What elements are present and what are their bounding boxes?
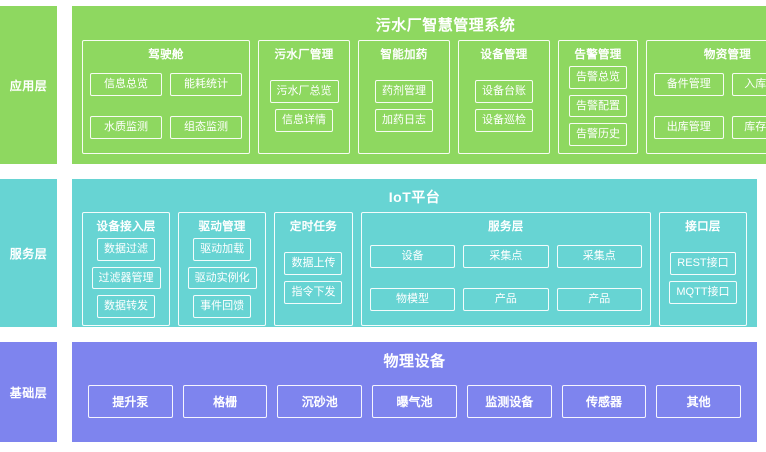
group-interface-layer[interactable]: 接口层 REST接口 MQTT接口 — [658, 212, 748, 326]
item-chip[interactable]: 出库管理 — [654, 116, 724, 139]
group-equipment-management[interactable]: 设备管理 设备台账 设备巡检 — [458, 40, 550, 154]
group-items-smart-dosing: 药剂管理 加药日志 — [366, 66, 442, 146]
item-chip[interactable]: 告警历史 — [569, 123, 627, 146]
device-chip[interactable]: 传感器 — [561, 385, 647, 418]
item-chip[interactable]: 产品 — [463, 288, 549, 311]
panel-physical-device: 物理设备 提升泵 格栅 沉砂池 曝气池 监测设备 传感器 其他 — [72, 342, 757, 442]
group-service-layer[interactable]: 服务层 设备 采集点 采集点 物模型 产品 产品 — [360, 212, 651, 326]
panel-title-iot-platform: IoT平台 — [388, 189, 441, 205]
item-chip[interactable]: 数据转发 — [97, 295, 156, 318]
item-chip[interactable]: 事件回馈 — [193, 295, 252, 318]
group-items-scheduled-task: 数据上传 指令下发 — [282, 238, 345, 318]
device-strip: 提升泵 格栅 沉砂池 曝气池 监测设备 传感器 其他 — [72, 371, 757, 442]
item-chip[interactable]: 过滤器管理 — [91, 266, 161, 290]
layer-row-base: 基础层 物理设备 提升泵 格栅 沉砂池 曝气池 监测设备 传感器 其他 — [0, 342, 757, 442]
item-chip[interactable]: 能耗统计 — [170, 73, 242, 96]
item-chip[interactable]: 数据上传 — [284, 252, 343, 275]
item-chip[interactable]: 告警总览 — [569, 66, 627, 89]
group-driver-management[interactable]: 驱动管理 驱动加载 驱动实例化 事件回馈 — [178, 212, 267, 326]
item-chip[interactable]: 驱动实例化 — [187, 266, 257, 290]
group-title-device-access-layer: 设备接入层 — [96, 221, 156, 233]
device-chip[interactable]: 格栅 — [182, 385, 268, 418]
group-title-smart-dosing: 智能加药 — [380, 49, 428, 61]
group-title-scheduled-task: 定时任务 — [289, 221, 338, 233]
group-items-device-access-layer: 数据过滤 过滤器管理 数据转发 — [90, 238, 162, 318]
group-material-management[interactable]: 物资管理 备件管理 入库管理 出库管理 库存管理 — [646, 40, 766, 154]
item-chip[interactable]: 水质监测 — [90, 116, 162, 139]
item-chip[interactable]: 设备台账 — [475, 80, 533, 103]
sidebar-label-base: 基础层 — [0, 342, 57, 442]
group-items-alarm-management: 告警总览 告警配置 告警历史 — [566, 66, 630, 146]
item-chip[interactable]: 信息总览 — [90, 73, 162, 96]
device-chip[interactable]: 其他 — [656, 385, 742, 418]
group-items-material-management: 备件管理 入库管理 出库管理 库存管理 — [654, 66, 766, 146]
device-chip[interactable]: 沉砂池 — [277, 385, 363, 418]
panel-title-application: 污水厂智慧管理系统 — [375, 17, 516, 34]
item-chip[interactable]: 设备巡检 — [475, 109, 533, 132]
item-chip[interactable]: 库存管理 — [731, 116, 766, 139]
layer-row-service: 服务层 IoT平台 设备接入层 数据过滤 过滤器管理 数据转发 驱动管理 驱动加… — [0, 179, 757, 327]
group-title-interface-layer: 接口层 — [685, 221, 721, 233]
group-smart-dosing[interactable]: 智能加药 药剂管理 加药日志 — [358, 40, 450, 154]
group-device-access-layer[interactable]: 设备接入层 数据过滤 过滤器管理 数据转发 — [82, 212, 171, 326]
sidebar-label-application: 应用层 — [0, 6, 57, 164]
item-chip[interactable]: 加药日志 — [375, 109, 433, 132]
group-title-service-layer: 服务层 — [488, 221, 524, 233]
item-chip[interactable]: 驱动加载 — [193, 238, 252, 261]
group-items-driver-management: 驱动加载 驱动实例化 事件回馈 — [186, 238, 258, 318]
item-chip[interactable]: 指令下发 — [284, 280, 343, 304]
group-title-cockpit: 驾驶舱 — [148, 49, 184, 61]
group-container-service: 设备接入层 数据过滤 过滤器管理 数据转发 驱动管理 驱动加载 驱动实例化 事件… — [72, 207, 757, 336]
panel-iot-platform: IoT平台 设备接入层 数据过滤 过滤器管理 数据转发 驱动管理 驱动加载 驱动… — [72, 179, 757, 327]
group-items-cockpit: 信息总览 能耗统计 水质监测 组态监测 — [90, 66, 242, 146]
item-chip[interactable]: 采集点 — [463, 245, 549, 268]
group-items-interface-layer: REST接口 MQTT接口 — [667, 238, 739, 318]
item-chip[interactable]: 入库管理 — [731, 73, 766, 96]
item-chip[interactable]: 数据过滤 — [97, 238, 156, 261]
device-chip[interactable]: 监测设备 — [466, 385, 552, 418]
item-chip[interactable]: REST接口 — [670, 252, 736, 275]
group-title-driver-management: 驱动管理 — [198, 221, 246, 233]
group-title-plant-management: 污水厂管理 — [274, 49, 334, 61]
group-items-plant-management: 污水厂总览 信息详情 — [266, 66, 342, 146]
item-chip[interactable]: 告警配置 — [569, 94, 627, 118]
item-chip[interactable]: 设备 — [369, 245, 456, 268]
item-chip[interactable]: 信息详情 — [275, 109, 333, 132]
group-title-alarm-management: 告警管理 — [574, 49, 622, 61]
item-chip[interactable]: 污水厂总览 — [269, 80, 339, 103]
item-chip[interactable]: MQTT接口 — [669, 280, 737, 304]
panel-application: 污水厂智慧管理系统 驾驶舱 信息总览 能耗统计 水质监测 组态监测 污水厂管理 … — [72, 6, 766, 164]
item-chip[interactable]: 产品 — [556, 288, 642, 311]
group-plant-management[interactable]: 污水厂管理 污水厂总览 信息详情 — [258, 40, 350, 154]
item-chip[interactable]: 组态监测 — [170, 116, 242, 139]
item-chip[interactable]: 物模型 — [369, 288, 456, 311]
sidebar-label-service: 服务层 — [0, 179, 57, 327]
panel-title-physical-device: 物理设备 — [383, 353, 446, 370]
group-cockpit[interactable]: 驾驶舱 信息总览 能耗统计 水质监测 组态监测 — [82, 40, 250, 154]
group-container-application: 驾驶舱 信息总览 能耗统计 水质监测 组态监测 污水厂管理 污水厂总览 信息详情 — [72, 35, 766, 164]
layer-row-application: 应用层 污水厂智慧管理系统 驾驶舱 信息总览 能耗统计 水质监测 组态监测 污水… — [0, 6, 766, 164]
item-chip[interactable]: 药剂管理 — [375, 80, 433, 103]
device-chip[interactable]: 曝气池 — [372, 385, 457, 418]
device-chip[interactable]: 提升泵 — [88, 385, 173, 418]
group-alarm-management[interactable]: 告警管理 告警总览 告警配置 告警历史 — [558, 40, 638, 154]
group-items-service-layer: 设备 采集点 采集点 物模型 产品 产品 — [369, 238, 643, 318]
item-chip[interactable]: 备件管理 — [654, 73, 724, 96]
group-title-equipment-management: 设备管理 — [480, 49, 528, 61]
item-chip[interactable]: 采集点 — [556, 245, 642, 268]
group-scheduled-task[interactable]: 定时任务 数据上传 指令下发 — [274, 212, 353, 326]
group-title-material-management: 物资管理 — [703, 49, 752, 61]
group-items-equipment-management: 设备台账 设备巡检 — [466, 66, 542, 146]
